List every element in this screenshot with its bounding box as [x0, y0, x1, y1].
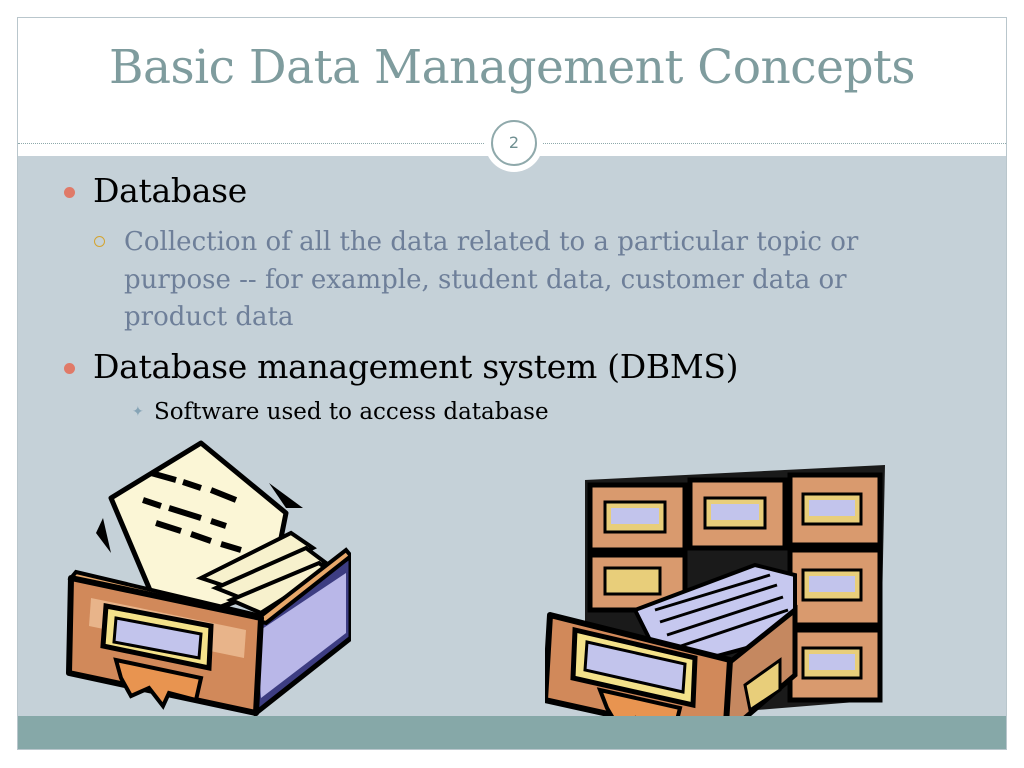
- bullet-dot: [64, 187, 75, 198]
- sub-bullet-dbms-description: Software used to access database: [154, 399, 549, 425]
- slide: Basic Data Management Concepts 2 Databas…: [17, 17, 1007, 750]
- sub-bullet-database-description: Collection of all the data related to a …: [124, 227, 859, 332]
- card-file-drawer-icon: [66, 440, 351, 718]
- bullet-dbms: Database management system (DBMS): [93, 347, 739, 386]
- slide-title: Basic Data Management Concepts: [108, 40, 916, 95]
- page-number: 2: [491, 120, 537, 166]
- slide-content: Database Collection of all the data rela…: [18, 18, 1006, 749]
- bullet-dot: [64, 363, 75, 374]
- bullet-database: Database: [93, 171, 247, 210]
- filing-cabinet-icon: [545, 465, 885, 743]
- footer-bar: [18, 716, 1006, 749]
- sub-bullet-ring: [94, 236, 105, 247]
- star-bullet-icon: ✦: [132, 404, 144, 420]
- page-number-badge: 2: [485, 114, 543, 172]
